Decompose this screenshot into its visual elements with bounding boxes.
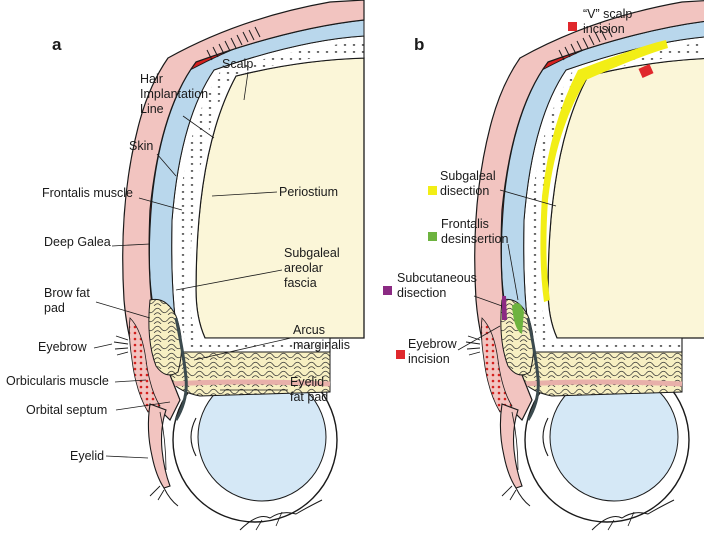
eyelid-label: Eyelid — [70, 449, 104, 463]
v-scalp-label-2: incision — [583, 22, 625, 36]
subcutaneous-marker — [383, 286, 392, 295]
arcus-marginalis-label-2: marginalis — [293, 338, 350, 352]
eyebrow-marker — [396, 350, 405, 359]
subgaleal-label-3: fascia — [284, 276, 317, 290]
skin-label: Skin — [129, 139, 153, 153]
eyebrow-incision-label-1: Eyebrow — [408, 337, 458, 351]
frontalis-marker — [428, 232, 437, 241]
eyebrow-label: Eyebrow — [38, 340, 88, 354]
orbital-septum-label: Orbital septum — [26, 403, 107, 417]
orbicularis-muscle-label: Orbicularis muscle — [6, 374, 109, 388]
eyelid-fat-pad-label-2: fat pad — [290, 390, 328, 404]
v-scalp-label-1: “V” scalp — [583, 7, 632, 21]
panel-b: b “V” scalp incision Subgaleal disection… — [383, 0, 704, 530]
panel-b-letter: b — [414, 35, 424, 54]
scalp-label: Scalp — [222, 57, 253, 71]
subgaleal-label-2: areolar — [284, 261, 323, 275]
frontalis-desinsertion-label-1: Frontalis — [441, 217, 489, 231]
subgaleal-marker — [428, 186, 437, 195]
arcus-marginalis-label-1: Arcus — [293, 323, 325, 337]
brow-fat-pad-label-1: Brow fat — [44, 286, 90, 300]
subgaleal-dissection-label-1: Subgaleal — [440, 169, 496, 183]
frontalis-muscle-label: Frontalis muscle — [42, 186, 133, 200]
subgaleal-dissection-label-2: disection — [440, 184, 489, 198]
panel-a-letter: a — [52, 35, 62, 54]
subcutaneous-dissection-label-1: Subcutaneous — [397, 271, 477, 285]
panel-a: a Scalp Hair Implantation Line Skin Fron… — [6, 0, 364, 530]
eyelid-fat-pad-label-1: Eyelid — [290, 375, 324, 389]
frontalis-desinsertion-label-2: desinsertion — [441, 232, 508, 246]
hair-implantation-line-label-2: Implantation — [140, 87, 208, 101]
eyebrow-incision-label-2: incision — [408, 352, 450, 366]
subgaleal-label-1: Subgaleal — [284, 246, 340, 260]
hair-implantation-line-label-3: Line — [140, 102, 164, 116]
hair-implantation-line-label-1: Hair — [140, 72, 163, 86]
periostium-label: Periostium — [279, 185, 338, 199]
brow-fat-pad-label-2: pad — [44, 301, 65, 315]
subcutaneous-dissection-label-2: disection — [397, 286, 446, 300]
v-scalp-marker — [568, 22, 577, 31]
deep-galea-label: Deep Galea — [44, 235, 111, 249]
